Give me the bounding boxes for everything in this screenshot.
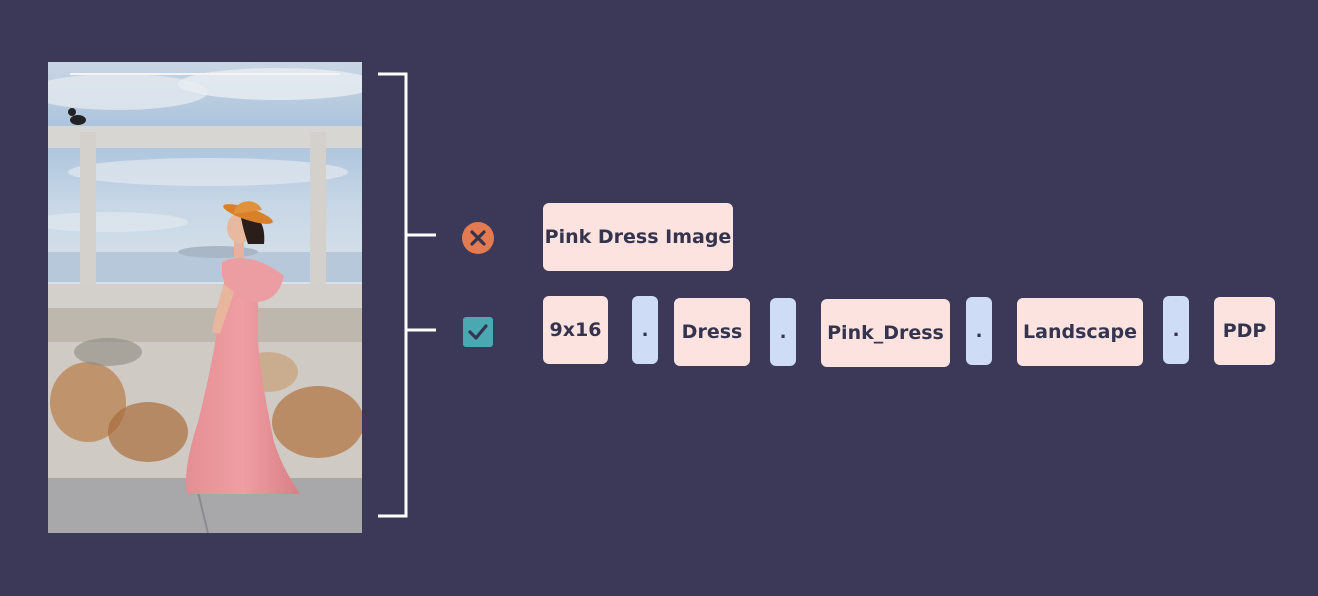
connector-line-wrong <box>406 233 436 237</box>
x-circle-icon <box>462 222 494 254</box>
wrong-name-chip: Pink Dress Image <box>543 203 733 271</box>
name-part-category: Dress <box>674 298 750 366</box>
name-separator: . <box>1163 296 1189 364</box>
name-part-product: Pink_Dress <box>821 299 950 367</box>
connector-line-correct <box>406 328 436 332</box>
pink-dress-photo <box>48 62 362 533</box>
name-separator: . <box>966 297 992 365</box>
bracket-connector <box>378 72 414 518</box>
name-part-orientation: Landscape <box>1017 298 1143 366</box>
checkbox-checked-icon <box>463 317 493 347</box>
name-part-aspect: 9x16 <box>543 296 608 364</box>
name-separator: . <box>770 298 796 366</box>
name-separator: . <box>632 296 658 364</box>
name-part-placement: PDP <box>1214 297 1275 365</box>
pink-dress-illustration <box>48 62 362 533</box>
